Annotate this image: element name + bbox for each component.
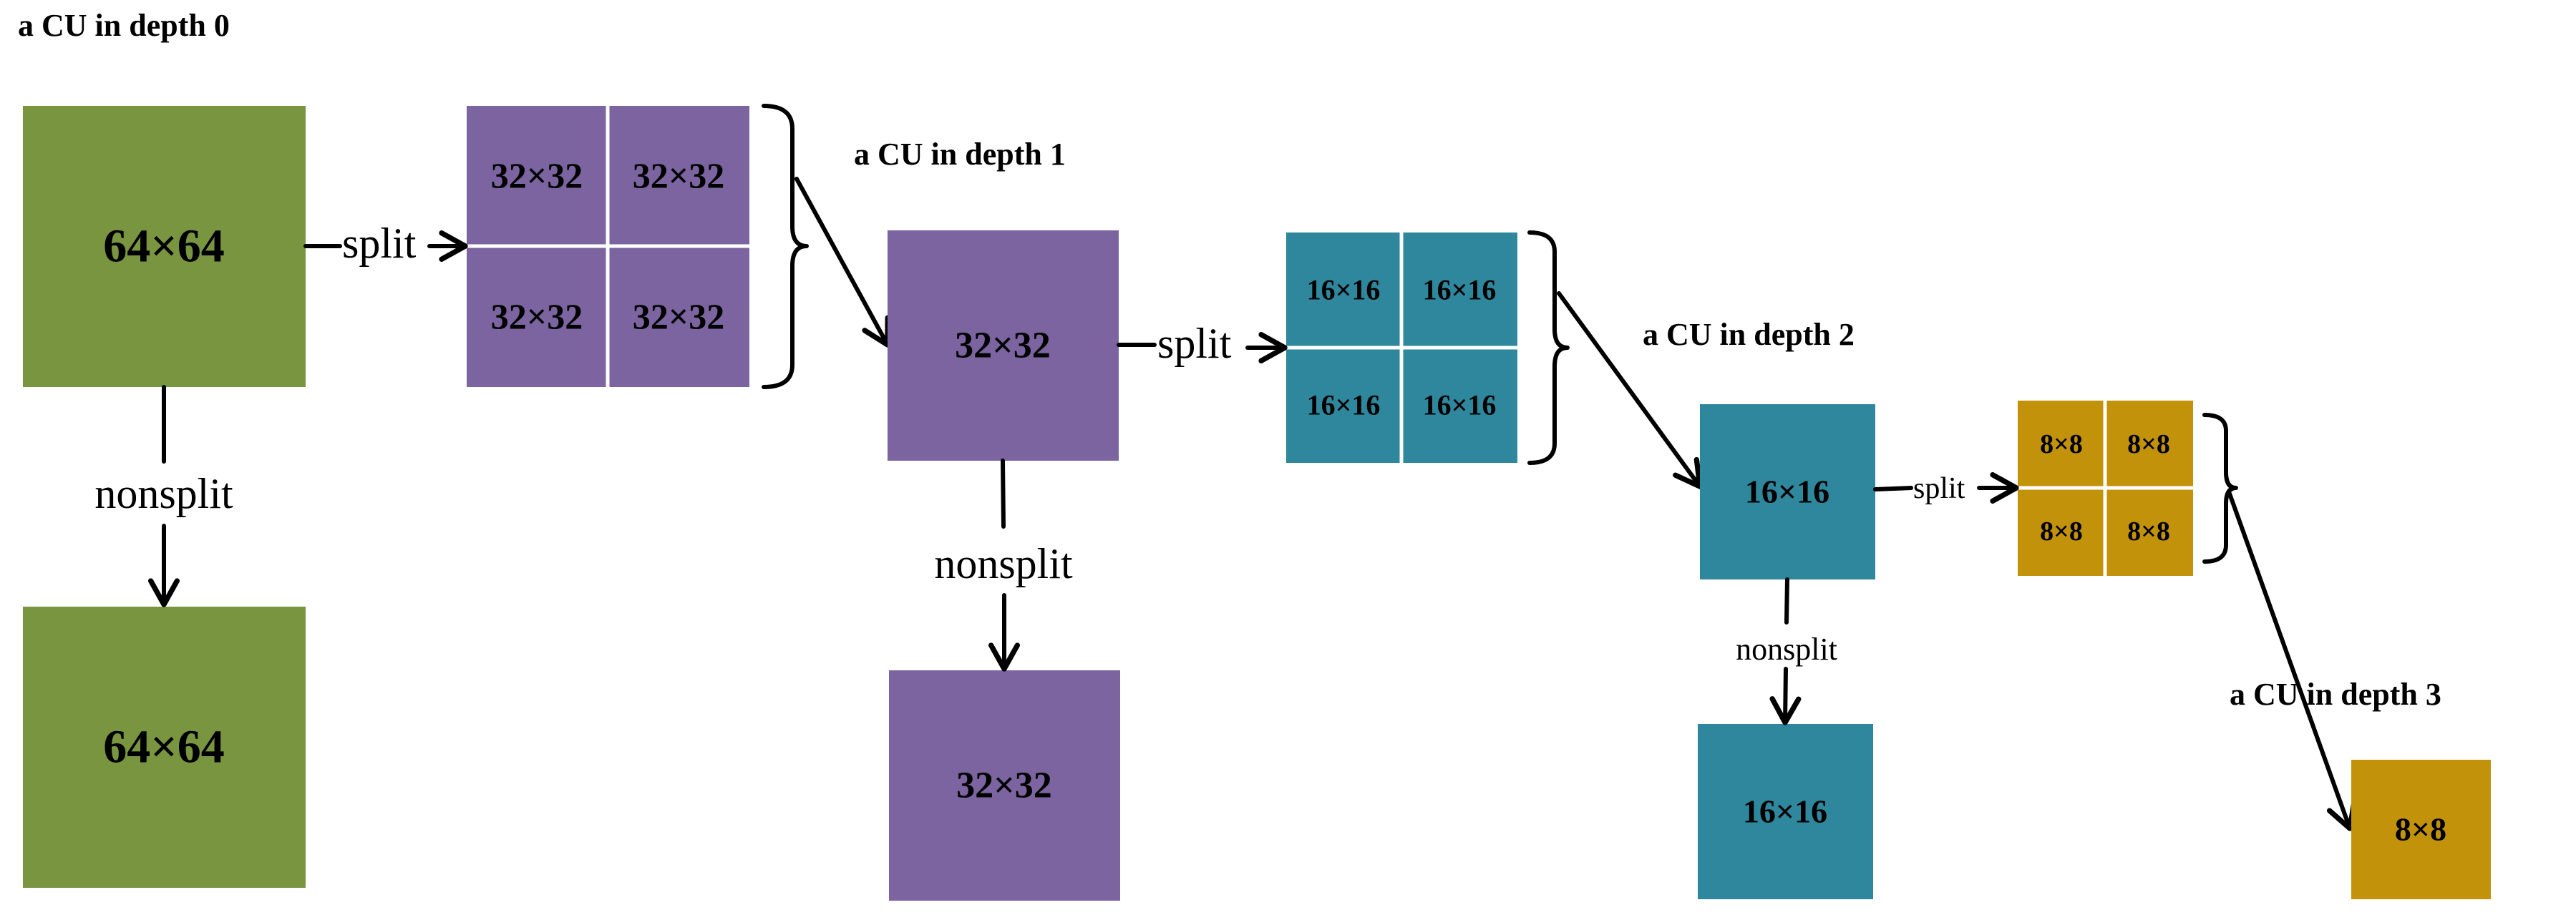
- split-label: split: [1913, 472, 1965, 505]
- cu-block-depth-2: 16×16: [1700, 404, 1875, 579]
- nonsplit-label: nonsplit: [94, 470, 233, 517]
- split-grid-depth-0: 32×32 32×32 32×32 32×32: [467, 106, 749, 387]
- nonsplit-block-depth-2: 16×16: [1698, 724, 1873, 899]
- depth-3-label: a CU in depth 3: [2230, 677, 2441, 712]
- depth-2-label: a CU in depth 2: [1643, 317, 1855, 352]
- sub-block: 32×32: [491, 296, 583, 336]
- sub-block: 32×32: [491, 155, 583, 195]
- depth-transition-arrow: [1557, 291, 1703, 489]
- depth-1-label: a CU in depth 1: [854, 137, 1066, 172]
- right-brace-icon: [762, 104, 809, 389]
- svg-text:32×32: 32×32: [955, 326, 1051, 366]
- svg-text:8×8: 8×8: [2395, 811, 2446, 848]
- cu-block-depth-1: 32×32: [888, 230, 1119, 461]
- split-grid-depth-1: 16×16 16×16 16×16 16×16: [1286, 233, 1517, 463]
- svg-text:16×16: 16×16: [1745, 474, 1829, 510]
- nonsplit-label: nonsplit: [1736, 632, 1837, 667]
- sub-block: 32×32: [633, 296, 725, 336]
- split-grid-depth-2: 8×8 8×8 8×8 8×8: [2018, 401, 2193, 576]
- sub-block: 8×8: [2040, 429, 2083, 459]
- nonsplit-block-depth-0: 64×64: [23, 607, 306, 888]
- sub-block: 8×8: [2127, 517, 2170, 547]
- svg-text:64×64: 64×64: [103, 220, 225, 273]
- right-brace-icon: [2202, 413, 2238, 564]
- sub-block: 8×8: [2127, 429, 2170, 459]
- svg-text:32×32: 32×32: [956, 765, 1052, 806]
- split-label: split: [342, 220, 417, 267]
- nonsplit-arrow: [1769, 667, 1802, 725]
- split-arrow: [1873, 486, 1913, 491]
- right-brace-icon: [1527, 230, 1570, 465]
- cu-block-depth-0: 64×64: [23, 106, 306, 387]
- depth-transition-arrow: [2227, 491, 2357, 831]
- svg-text:64×64: 64×64: [103, 721, 225, 773]
- sub-block: 16×16: [1423, 389, 1497, 421]
- cu-block-depth-3: 8×8: [2351, 760, 2491, 899]
- sub-block: 32×32: [633, 155, 725, 195]
- svg-text:16×16: 16×16: [1743, 793, 1827, 830]
- nonsplit-label: nonsplit: [934, 540, 1073, 587]
- sub-block: 16×16: [1423, 274, 1497, 306]
- depth-transition-arrow: [794, 177, 890, 348]
- nonsplit-block-depth-1: 32×32: [889, 670, 1120, 901]
- sub-block: 16×16: [1307, 274, 1381, 306]
- sub-block: 8×8: [2040, 517, 2083, 547]
- split-label: split: [1157, 320, 1232, 367]
- sub-block: 16×16: [1307, 389, 1381, 421]
- depth-0-label: a CU in depth 0: [18, 8, 230, 43]
